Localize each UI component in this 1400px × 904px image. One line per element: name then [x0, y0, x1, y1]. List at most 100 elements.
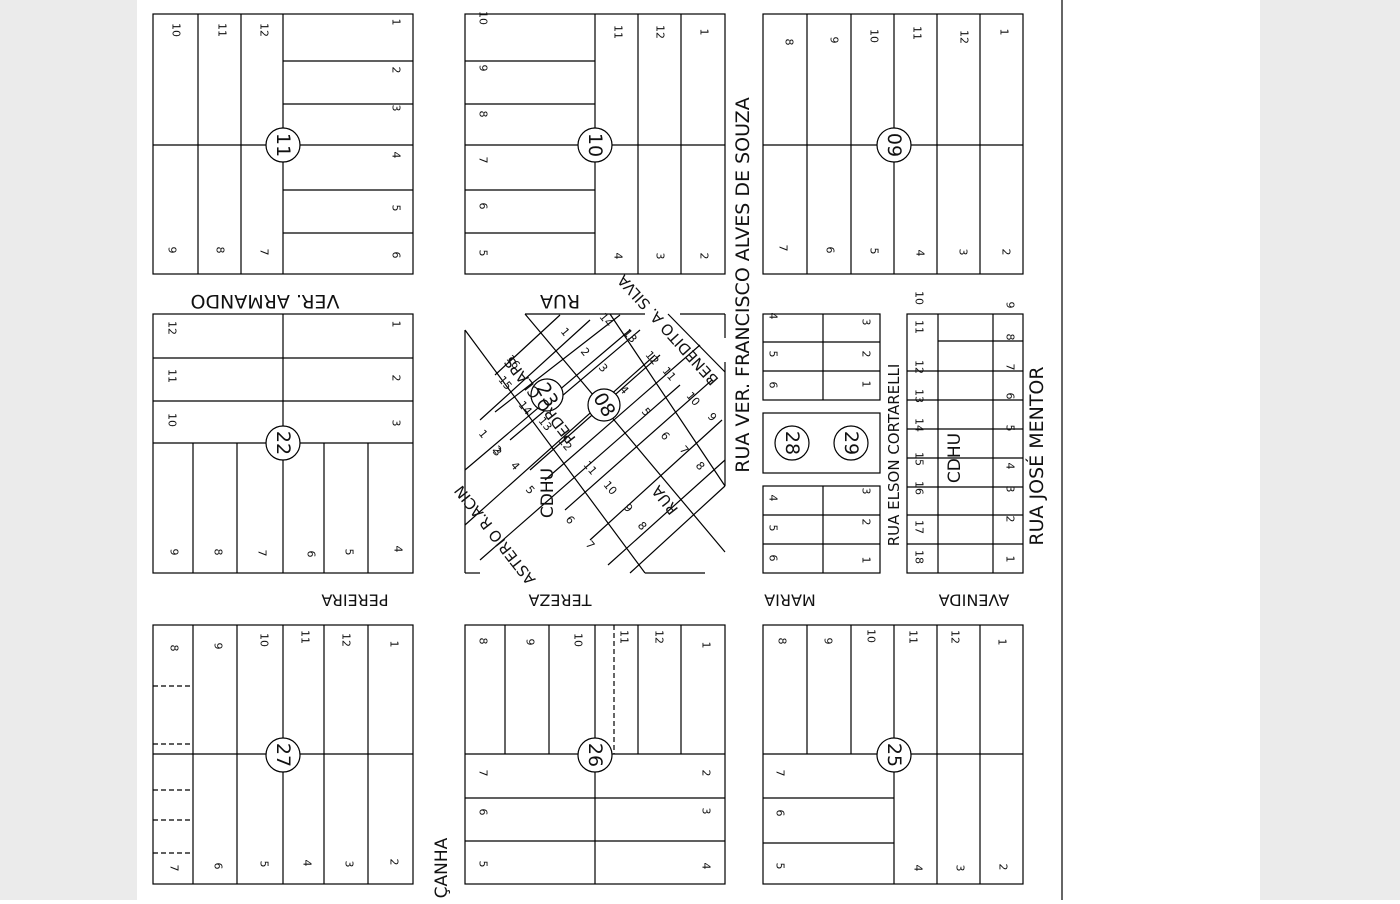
lot-number: 6	[824, 247, 837, 254]
lot-number: 1	[558, 325, 572, 339]
lot-number: 10	[601, 478, 620, 497]
lot-number: 1	[388, 641, 401, 648]
lot-number: 3	[700, 808, 713, 815]
lot-number: 11	[913, 320, 926, 334]
lot-number: 10	[865, 629, 878, 643]
lot-number: 1	[996, 639, 1009, 646]
lot-number: 9	[212, 643, 225, 650]
lot-number: 11	[907, 630, 920, 644]
lot-number: 5	[774, 863, 787, 870]
lot-number: 4	[767, 495, 780, 502]
lot-number: 6	[563, 513, 577, 527]
lot-number: 6	[767, 382, 780, 389]
block-11-lines	[152, 13, 414, 275]
lot-number: 10	[166, 413, 179, 427]
lot-number: 7	[168, 865, 181, 872]
lot-number: 2	[390, 375, 403, 382]
lot-number: 3	[654, 253, 667, 260]
lot-number: 3	[390, 420, 403, 427]
lot-number: 10	[684, 389, 703, 408]
lot-number: 6	[212, 863, 225, 870]
lot-number: 5	[477, 250, 490, 257]
lot-number: 8	[168, 645, 181, 652]
lot-number: 5	[639, 405, 653, 419]
lot-number: 5	[390, 205, 403, 212]
lot-number: 6	[1004, 393, 1017, 400]
lot-number: 5	[1004, 425, 1017, 432]
lot-number: 12	[949, 630, 962, 644]
street-label: VER. ARMANDO	[191, 290, 340, 312]
block-number: 11	[272, 133, 294, 157]
lot-number: 4	[301, 860, 314, 867]
small-blocks-lines	[762, 313, 1024, 574]
block-number: 26	[584, 743, 606, 767]
lot-number: 12	[166, 321, 179, 335]
lot-number: 5	[477, 861, 490, 868]
lot-number: 8	[635, 519, 649, 533]
lot-number: 8	[212, 549, 225, 556]
left-margin	[0, 0, 137, 900]
lot-number: 14	[913, 418, 926, 432]
lot-number: 16	[913, 481, 926, 495]
lot-number: 2	[860, 351, 873, 358]
street-label: ÇANHA	[432, 837, 452, 898]
street-label: RUA JOSÉ MENTOR	[1025, 366, 1048, 545]
block-number: 25	[883, 743, 905, 767]
lot-number: 4	[914, 250, 927, 257]
lot-number: 1	[390, 19, 403, 26]
street-label: RUA	[540, 290, 580, 312]
block-number: 27	[272, 743, 294, 767]
lot-number: 3	[860, 488, 873, 495]
lot-number: 4	[912, 865, 925, 872]
lot-number: 5	[258, 861, 271, 868]
lot-number: 8	[783, 39, 796, 46]
lot-number: 9	[477, 65, 490, 72]
lot-number: 18	[913, 550, 926, 564]
block-number: 09	[883, 133, 905, 157]
street-label: RUA	[648, 481, 682, 518]
lot-number: 2	[1004, 516, 1017, 523]
lot-number: 10	[868, 29, 881, 43]
lot-number: 4	[1004, 463, 1017, 470]
lot-number: 7	[256, 550, 269, 557]
lot-number: 9	[1004, 302, 1017, 309]
lot-number: 9	[828, 37, 841, 44]
lot-number: 2	[860, 519, 873, 526]
lot-number: 4	[390, 152, 403, 159]
lot-number: 12	[258, 23, 271, 37]
lot-number: 7	[258, 249, 271, 256]
lot-number: 2	[997, 864, 1010, 871]
lot-number: 13	[621, 326, 640, 345]
lot-number: 3	[954, 865, 967, 872]
lot-number: 4	[700, 863, 713, 870]
lot-number: 4	[617, 383, 631, 397]
street-label: AVENIDA	[939, 591, 1010, 610]
lot-number: 6	[774, 810, 787, 817]
lot-number: 12	[643, 348, 662, 367]
block-number: 29	[840, 431, 862, 455]
lot-number: 10	[913, 291, 926, 305]
lot-number: 3	[596, 361, 610, 375]
subdivision-plan: 11 10 09 22 23 08 28 29 27 26 25 VER. AR…	[137, 0, 1260, 900]
lot-number: 6	[390, 252, 403, 259]
lot-number: 3	[957, 249, 970, 256]
lot-number: 1	[700, 642, 713, 649]
lot-number: 10	[477, 11, 490, 25]
lot-number: 6	[658, 429, 672, 443]
lot-number: 11	[612, 25, 625, 39]
block-number: 28	[781, 431, 803, 455]
street-label: RUA VER. FRANCISCO ALVES DE SOUZA	[732, 97, 754, 472]
lot-number: 13	[913, 389, 926, 403]
lot-number: 11	[299, 630, 312, 644]
lot-number: 1	[860, 381, 873, 388]
lot-number: 8	[214, 247, 227, 254]
lot-number: 11	[911, 26, 924, 40]
lot-number: 1	[1004, 556, 1017, 563]
lot-number: 14	[597, 310, 616, 329]
lot-number: 1	[390, 321, 403, 328]
block-25-lines	[762, 624, 1024, 885]
lot-number: 9	[168, 549, 181, 556]
lot-number: 3	[390, 105, 403, 112]
lot-number: 1	[860, 557, 873, 564]
lot-number: 5	[343, 549, 356, 556]
